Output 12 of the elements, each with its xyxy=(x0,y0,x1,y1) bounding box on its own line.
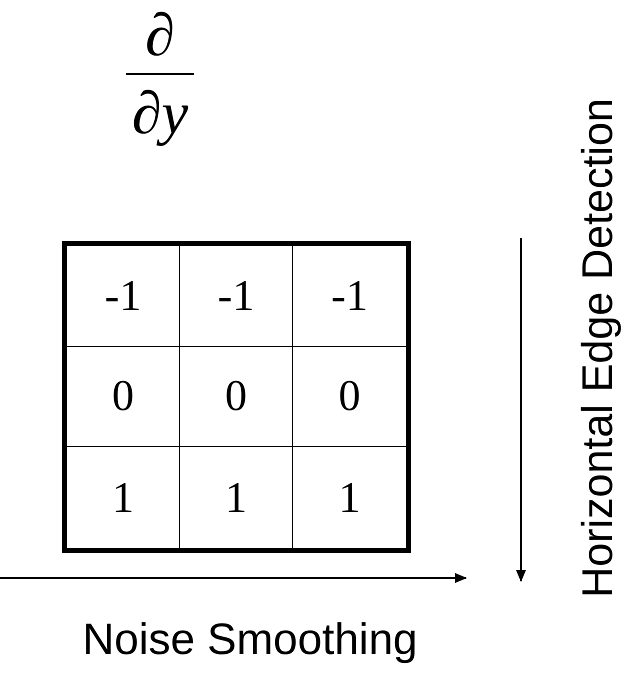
grid-cell: 1 xyxy=(180,447,293,548)
grid-cell: 0 xyxy=(67,346,180,448)
grid-cell: 0 xyxy=(293,346,406,448)
axis-caption: Horizontal Edge Detection xyxy=(576,98,620,598)
grid-cell: -1 xyxy=(180,246,293,347)
axis-caption: Noise Smoothing xyxy=(82,618,418,662)
grid-cell: 1 xyxy=(67,447,180,548)
grid-cell: -1 xyxy=(293,246,406,347)
fraction-numerator: ∂ xyxy=(145,5,175,70)
grid-cell: -1 xyxy=(67,246,180,347)
grid-cell: 0 xyxy=(180,346,293,448)
grid-cell-text: 1 xyxy=(338,472,362,524)
